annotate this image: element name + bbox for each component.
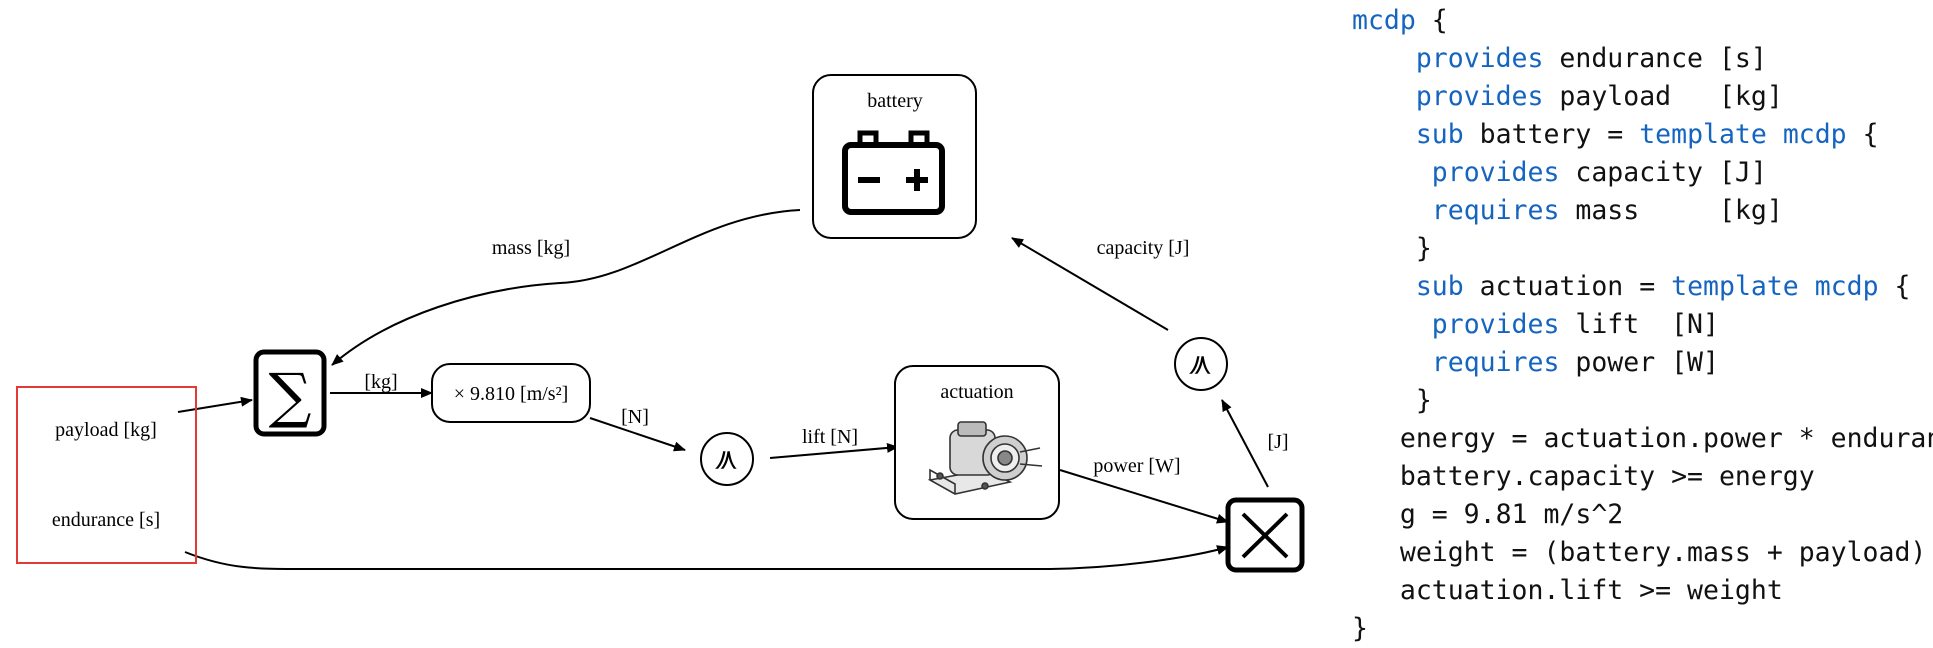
- edge-lift: [769, 442, 899, 459]
- code-text: battery.capacity >= energy: [1352, 461, 1815, 492]
- code-keyword: mcdp: [1782, 119, 1847, 150]
- mcdp-code-listing: mcdp { provides endurance [s] provides p…: [1352, 2, 1933, 648]
- motor-icon: [927, 421, 1043, 495]
- code-text: }: [1352, 613, 1368, 644]
- edge-payload: [177, 396, 253, 413]
- code-text: mass [kg]: [1559, 195, 1783, 226]
- code-text: energy = actuation.power * endurance: [1352, 423, 1933, 454]
- code-text: actuation.lift >= weight: [1352, 575, 1783, 606]
- edge-capacity: [1011, 237, 1169, 331]
- code-text: capacity [J]: [1559, 157, 1767, 188]
- code-keyword: requires: [1431, 195, 1560, 226]
- code-keyword: provides: [1431, 309, 1560, 340]
- code-text: weight = (battery.mass + payload) * g: [1352, 537, 1933, 568]
- edge-mass: [331, 209, 801, 366]
- code-text: lift [N]: [1559, 309, 1719, 340]
- mcdp-diagram: payload [kg] endurance [s] ∑ × 9.810 [m/…: [16, 74, 1305, 573]
- battery-icon: [842, 130, 945, 215]
- code-text: actuation =: [1463, 271, 1672, 302]
- code-keyword: provides: [1431, 157, 1560, 188]
- code-text: {: [1878, 271, 1911, 302]
- multiplier-label: × 9.810 [m/s²]: [454, 383, 569, 405]
- edge-label-power: power [W]: [1093, 455, 1180, 477]
- code-keyword: template: [1639, 119, 1767, 150]
- code-text: {: [1415, 5, 1448, 36]
- code-keyword: provides: [1415, 81, 1544, 112]
- code-text: [1352, 271, 1416, 302]
- code-text: [1352, 81, 1416, 112]
- edge-label-kg: [kg]: [364, 371, 397, 393]
- code-text: [1352, 195, 1432, 226]
- code-text: [1352, 347, 1432, 378]
- multiplier-node: [431, 363, 591, 423]
- edge-joule: [1221, 399, 1269, 488]
- leq-node-lift: [700, 432, 754, 486]
- code-text: power [W]: [1559, 347, 1719, 378]
- battery-node: [812, 74, 977, 239]
- leq-symbol-capacity: ≼: [1185, 353, 1218, 376]
- leq-node-capacity: [1174, 337, 1228, 391]
- code-keyword: provides: [1415, 43, 1544, 74]
- sum-symbol: ∑: [269, 361, 312, 431]
- interface-box: [16, 386, 197, 564]
- code-line: weight = (battery.mass + payload) * g: [1352, 534, 1933, 572]
- code-line: }: [1352, 382, 1933, 420]
- product-cross-2: [1241, 512, 1289, 559]
- edge-endurance: [184, 545, 1229, 571]
- actuation-title: actuation: [940, 381, 1013, 403]
- code-line: sub actuation = template mcdp {: [1352, 268, 1933, 306]
- edge-label-newton: [N]: [621, 406, 649, 428]
- code-keyword: mcdp: [1352, 5, 1416, 36]
- code-text: {: [1846, 119, 1879, 150]
- code-text: }: [1352, 233, 1432, 264]
- payload-label: payload [kg]: [55, 419, 157, 441]
- code-line: requires power [W]: [1352, 344, 1933, 382]
- code-keyword: requires: [1431, 347, 1560, 378]
- code-text: [1352, 43, 1416, 74]
- code-text: endurance [s]: [1543, 43, 1767, 74]
- edge-power: [1059, 469, 1229, 524]
- edge-mult-to-leq: [589, 417, 686, 452]
- code-line: requires mass [kg]: [1352, 192, 1933, 230]
- sum-node: [253, 349, 327, 437]
- code-text: payload [kg]: [1543, 81, 1783, 112]
- code-text: [1352, 119, 1416, 150]
- edge-label-joule: [J]: [1267, 431, 1288, 453]
- code-keyword: sub: [1415, 119, 1464, 150]
- edge-label-capacity: capacity [J]: [1097, 237, 1190, 259]
- code-text: battery =: [1463, 119, 1640, 150]
- code-text: }: [1352, 385, 1432, 416]
- code-keyword: mcdp: [1814, 271, 1879, 302]
- code-line: provides payload [kg]: [1352, 78, 1933, 116]
- edge-label-lift: lift [N]: [802, 426, 858, 448]
- code-keyword: template: [1671, 271, 1799, 302]
- code-text: g = 9.81 m/s^2: [1352, 499, 1624, 530]
- edge-label-mass: mass [kg]: [492, 237, 570, 259]
- code-line: sub battery = template mcdp {: [1352, 116, 1933, 154]
- code-line: g = 9.81 m/s^2: [1352, 496, 1933, 534]
- code-line: }: [1352, 230, 1933, 268]
- code-line: }: [1352, 610, 1933, 648]
- leq-symbol-lift: ≼: [711, 448, 744, 471]
- code-line: provides capacity [J]: [1352, 154, 1933, 192]
- code-text: [1352, 309, 1432, 340]
- code-text: [1767, 119, 1783, 150]
- code-line: battery.capacity >= energy: [1352, 458, 1933, 496]
- battery-title: battery: [867, 90, 923, 112]
- code-line: actuation.lift >= weight: [1352, 572, 1933, 610]
- code-line: mcdp {: [1352, 2, 1933, 40]
- code-line: energy = actuation.power * endurance: [1352, 420, 1933, 458]
- code-line: provides lift [N]: [1352, 306, 1933, 344]
- code-text: [1799, 271, 1815, 302]
- code-text: [1352, 157, 1432, 188]
- endurance-label: endurance [s]: [52, 509, 160, 531]
- code-line: provides endurance [s]: [1352, 40, 1933, 78]
- code-keyword: sub: [1415, 271, 1464, 302]
